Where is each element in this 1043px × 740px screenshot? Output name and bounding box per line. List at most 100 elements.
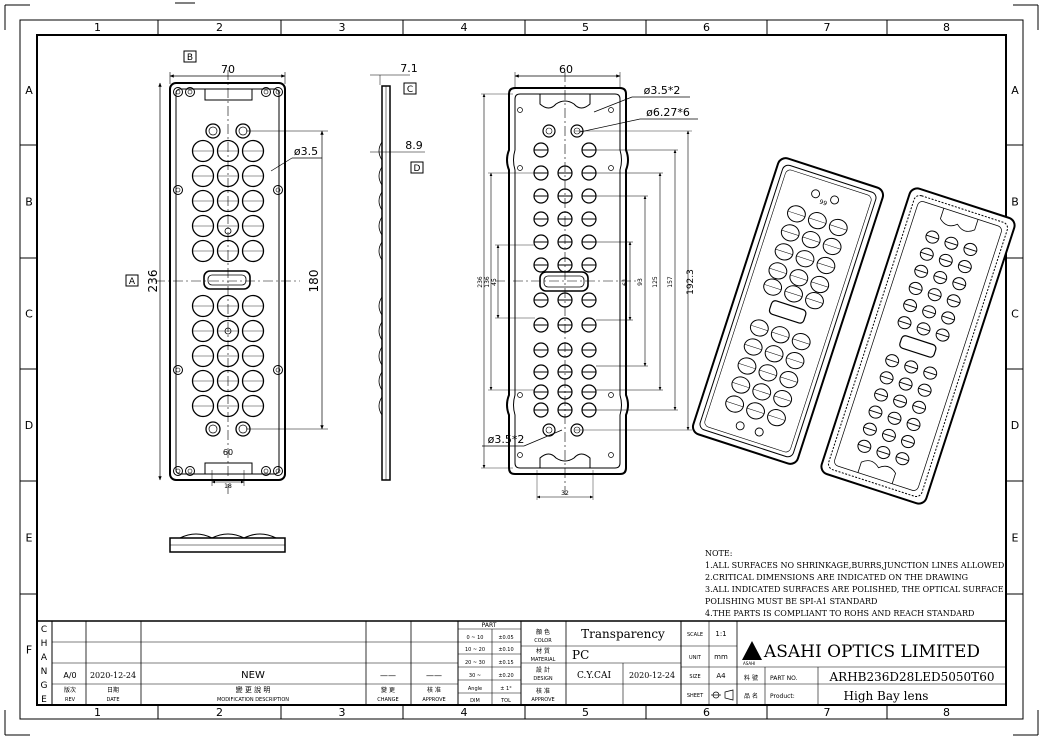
tolerance-value: ±0.20 [498, 673, 513, 679]
iso-back-lens [881, 428, 896, 442]
approve-header-en: APPROVE [422, 697, 445, 703]
screw-boss [173, 185, 183, 195]
design-label-en: DESIGN [533, 676, 553, 682]
front-lens [241, 394, 265, 418]
iso-back-lens [904, 360, 919, 374]
iso-back-lens [925, 230, 940, 244]
product-value: High Bay lens [844, 689, 929, 703]
front-lens [241, 239, 265, 263]
back-vent-hole [608, 165, 614, 171]
unit-value: mm [714, 653, 728, 661]
change-letter-g: G [41, 681, 48, 691]
iso-back-lens [885, 354, 900, 368]
iso-lens [787, 205, 806, 223]
material-value: PC [572, 648, 589, 662]
dim-back-157: 157 [667, 276, 674, 288]
back-lens [533, 364, 549, 380]
back-lens [533, 234, 549, 250]
approve-label-en: APPROVE [531, 697, 554, 703]
size-value: A4 [716, 672, 726, 680]
rev-approve: —— [426, 671, 442, 680]
front-lens [216, 319, 240, 343]
back-lens [533, 384, 549, 400]
zone-col-bottom-5: 5 [582, 706, 589, 719]
title-block [36, 620, 1007, 706]
size-label: SIZE [689, 674, 700, 680]
zone-row-right-E: E [1012, 532, 1019, 545]
pin-hole [224, 227, 232, 235]
iso-back-lens [898, 377, 913, 391]
iso-lens [774, 243, 794, 261]
back-lens [581, 165, 597, 181]
change-letter-e: E [41, 695, 47, 705]
part-no-label-cn: 料 號 [744, 674, 758, 682]
side-lens-profile [378, 141, 383, 161]
iso-lens [795, 250, 815, 268]
dim-side-lens: 8.9 [405, 139, 423, 152]
zone-row-left-F: F [26, 644, 32, 657]
iso-back-lens [963, 242, 978, 257]
designer-name: C.Y.CAI [577, 671, 611, 681]
back-lens [557, 317, 573, 333]
back-vent-hole [517, 107, 523, 113]
front-lens [241, 164, 265, 188]
pin-hole [224, 327, 232, 335]
back-lens [557, 364, 573, 380]
rev-date: 2020-12-24 [90, 671, 136, 680]
front-lens [216, 239, 240, 263]
iso-lens [770, 326, 790, 344]
back-lens [557, 165, 573, 181]
iso-view-front: 99 [691, 157, 885, 465]
side-lens-profile [378, 296, 383, 316]
screw-boss [273, 87, 283, 97]
date-header-cn: 日期 [107, 686, 119, 694]
screw-boss [173, 365, 183, 375]
zone-col-bottom-2: 2 [216, 706, 223, 719]
iso-lens [779, 371, 799, 389]
iso-back-lens [887, 411, 902, 425]
side-lens-profile [378, 346, 383, 366]
back-lens [557, 211, 573, 227]
change-header-cn: 變 更 [381, 686, 395, 694]
dim-back-61: 61 [622, 278, 629, 286]
zone-col-bottom-3: 3 [339, 706, 346, 719]
iso-lens [764, 345, 784, 363]
zone-row-left-B: B [25, 196, 33, 209]
screw-boss [273, 466, 283, 476]
note-line-3: 3.ALL INDICATED SURFACES ARE POLISHED, T… [705, 585, 1004, 594]
iso-back-lens [903, 299, 918, 313]
iso-hole [754, 427, 764, 437]
material-label-en: MATERIAL [531, 657, 556, 663]
design-label-cn: 設 計 [536, 666, 550, 674]
dim-back-192: 192.3 [686, 269, 696, 295]
iso-view-back [820, 187, 1016, 505]
back-vent-hole [517, 452, 523, 458]
side-lens-profile [378, 191, 383, 211]
back-lens [557, 188, 573, 204]
dim-front-height: 236 [146, 270, 160, 293]
front-lens [216, 139, 240, 163]
back-lens [581, 211, 597, 227]
date-header-en: DATE [106, 697, 119, 703]
change-letter-h: H [41, 639, 48, 649]
iso-back-lens [957, 260, 972, 274]
back-lens [581, 188, 597, 204]
back-lens [557, 342, 573, 358]
iso-back-lens [938, 253, 953, 267]
dim-back-hole-bottom: ø3.5*2 [488, 433, 525, 446]
projection-symbol-icon [711, 689, 734, 701]
iso-back-lens [897, 316, 912, 330]
iso-lens [743, 338, 763, 356]
change-letter-n: N [41, 667, 48, 677]
change-letter-a: A [41, 653, 48, 663]
dim-back-hole-lens: ø6.27*6 [646, 106, 690, 119]
side-view: 7.1 C 8.9 D [370, 62, 425, 481]
back-lens [533, 165, 549, 181]
front-lens [191, 394, 215, 418]
zone-col-bottom-7: 7 [824, 706, 831, 719]
front-lens [191, 294, 215, 318]
front-view: B A 70 236 180 ø3.5 60 18 [125, 50, 328, 495]
iso-lens [805, 292, 824, 310]
front-lens [216, 189, 240, 213]
iso-lens [828, 218, 848, 237]
